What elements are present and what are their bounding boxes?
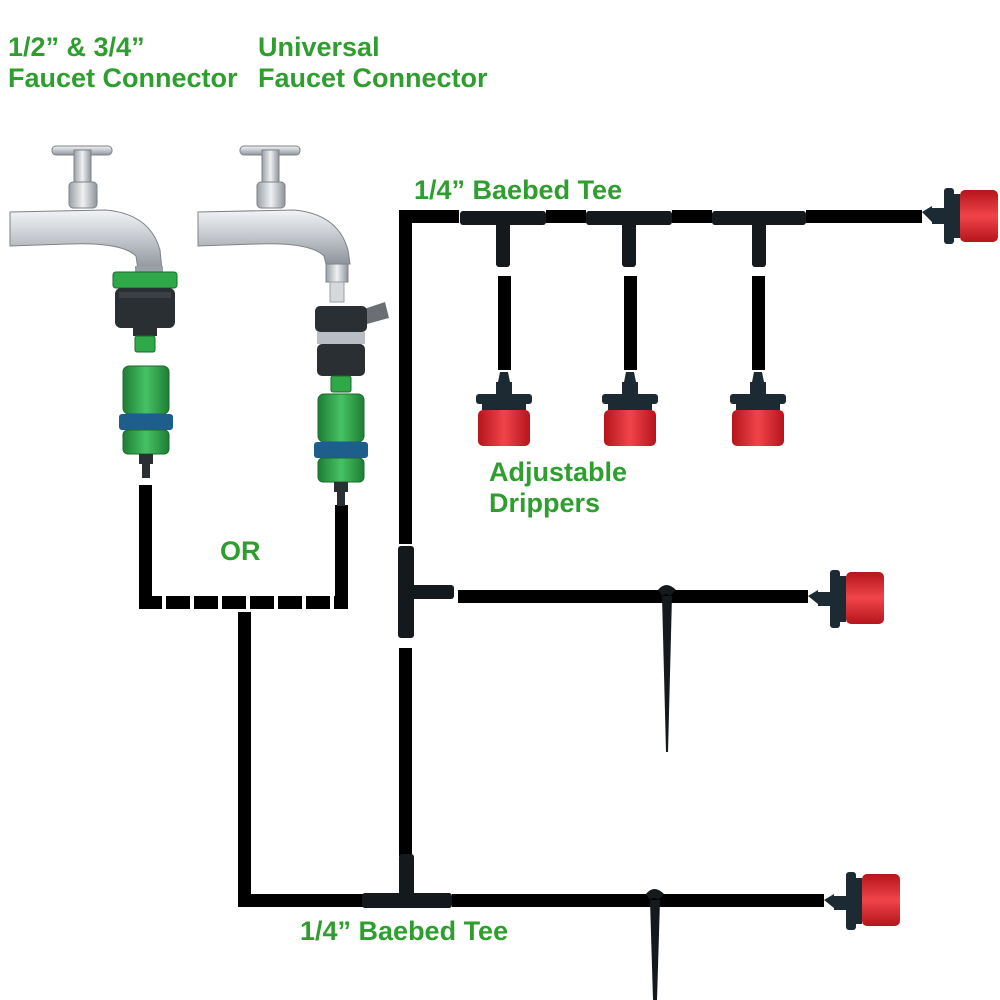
right-connector-label-line1: Universal	[258, 32, 380, 62]
drippers-label-line2: Drippers	[489, 488, 601, 518]
adjustable-dripper-icon	[602, 372, 658, 446]
drippers-label: Adjustable Drippers	[489, 457, 627, 519]
adjustable-dripper-icon	[808, 570, 884, 628]
tube-dashed-junction	[139, 596, 348, 609]
barbed-tee-icon	[398, 546, 454, 638]
tube-top-seg-3	[806, 210, 922, 223]
bottom-tee-label: 1/4” Baebed Tee	[300, 916, 509, 946]
tube-drop-2	[624, 276, 637, 370]
barbed-tee-icon	[362, 854, 452, 908]
tubing	[139, 210, 922, 907]
adjustable-dripper-icon	[730, 372, 786, 446]
left-connector-label-line2: Faucet Connector	[8, 63, 238, 93]
tube-top-seg-2	[672, 210, 712, 223]
ground-stake-icon	[646, 889, 664, 1000]
tube-top-seg-1	[546, 210, 586, 223]
adjustable-dripper-icon	[476, 372, 532, 446]
barbed-tee-icon	[712, 211, 806, 267]
ground-stake-icon	[658, 585, 676, 752]
right-connector-label: Universal Faucet Connector	[258, 32, 488, 94]
tube-right-drop	[335, 505, 348, 609]
barbed-tee-icon	[460, 211, 546, 267]
tube-riser-upper	[399, 214, 412, 544]
drippers-label-line1: Adjustable	[489, 457, 628, 487]
tube-drop-3	[752, 276, 765, 370]
left-connector-label-line1: 1/2” & 3/4”	[8, 32, 145, 62]
chrome-faucet-icon	[9, 145, 163, 274]
green-quick-connector-icon	[119, 365, 173, 478]
tube-top-corner	[399, 210, 459, 223]
tube-riser-lower	[399, 648, 412, 856]
adjustable-dripper-icon	[824, 872, 900, 930]
left-connector-label: 1/2” & 3/4” Faucet Connector	[8, 32, 238, 94]
green-faucet-connector-icon	[112, 271, 178, 353]
tube-left-drop	[139, 485, 152, 607]
tube-bottom-line	[452, 894, 824, 907]
green-quick-connector-icon	[314, 393, 368, 506]
tube-middle-line	[458, 590, 808, 603]
barbed-tee-icon	[586, 211, 672, 267]
chrome-faucet-threaded-spout-icon	[197, 145, 351, 303]
tube-main-feed-bottom	[238, 894, 368, 907]
top-tee-label: 1/4” Baebed Tee	[414, 175, 623, 205]
universal-clamp-connector-icon	[315, 302, 389, 393]
tube-main-feed	[238, 612, 251, 906]
right-connector-label-line2: Faucet Connector	[258, 63, 488, 93]
or-label: OR	[220, 536, 261, 566]
adjustable-dripper-icon	[922, 188, 998, 244]
tube-drop-1	[498, 276, 511, 370]
